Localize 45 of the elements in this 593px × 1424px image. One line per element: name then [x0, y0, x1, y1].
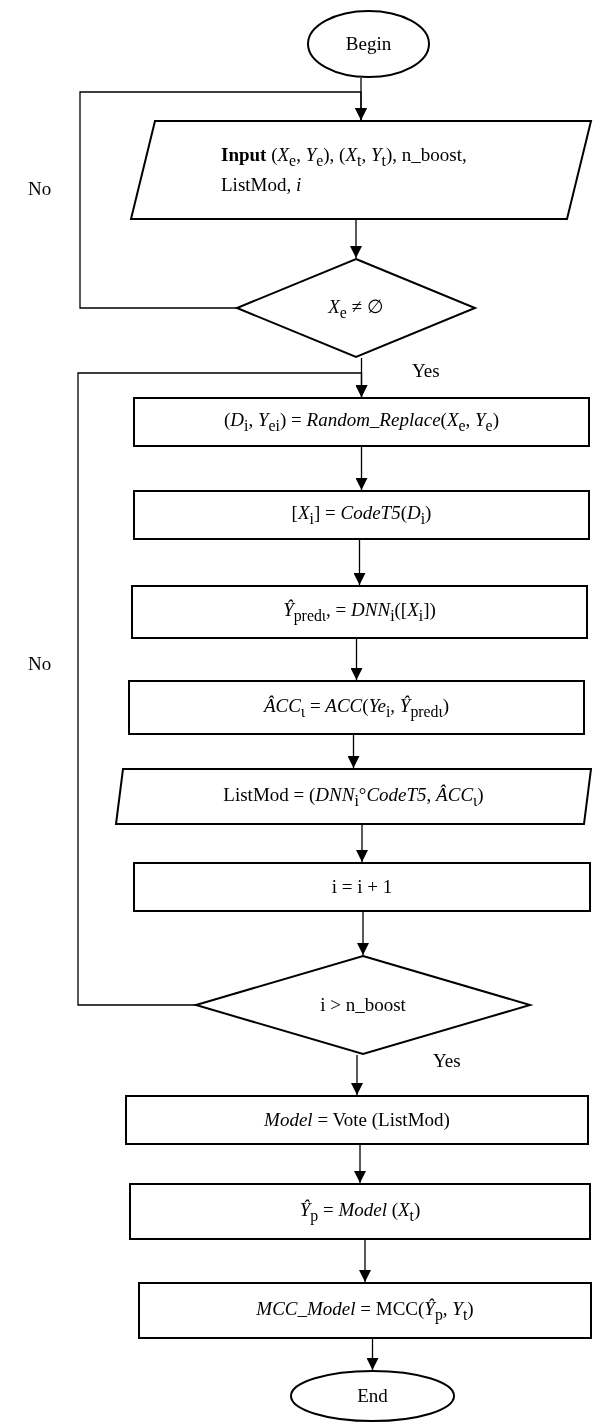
input-output-parallelogram [115, 768, 592, 825]
node-text: (D$_{i}$, Y$_{ei}$) = Random_Replace(X$_{e}$, Y$_{e}$) [224, 409, 499, 435]
terminal-ellipse [307, 10, 430, 78]
node-text: ÂCC$_{ι}$ = ACC(Ye$_{i}$, Ŷ$_{predι}$) [263, 694, 450, 721]
edge-label: Yes [433, 1050, 461, 1072]
process-box [133, 862, 591, 912]
terminal-ellipse [290, 1370, 455, 1422]
node-text: i = i + 1 [331, 876, 393, 898]
edge-label: Yes [412, 360, 440, 382]
arrow [359, 1239, 371, 1283]
process-box [128, 680, 585, 735]
node-text: i > n_boost [320, 994, 406, 1016]
input-output-parallelogram [130, 120, 592, 220]
node-text: Model = Vote (ListMod) [264, 1109, 450, 1131]
process-box [133, 397, 590, 447]
process-box [138, 1282, 592, 1339]
process-box [133, 490, 590, 540]
node-text: Begin [345, 33, 392, 55]
process-box [131, 585, 588, 639]
edge-label: No [28, 178, 52, 200]
decision-diamond [195, 955, 531, 1055]
node-text: MCC_Model = MCC(Ŷ$_{p}$, Y$_{t}$) [256, 1297, 474, 1324]
node-text: X$_{e}$ ≠ ∅ [328, 294, 384, 322]
arrow [354, 1144, 366, 1184]
arrow [347, 734, 360, 769]
node-text: End [357, 1385, 388, 1407]
decision-diamond [236, 258, 476, 358]
process-box [125, 1095, 589, 1145]
arrow [77, 372, 368, 1006]
node-text: Input (X$_{e}$, Y$_{e}$), (X$_{t}$, Y$_{t}$), n_boost, ListMod, i [221, 142, 468, 197]
node-text: [X$_{i}$] = CodeT5(D$_{i}$) [291, 502, 432, 528]
arrow [79, 91, 367, 309]
process-box [129, 1183, 591, 1240]
arrow [357, 911, 369, 956]
node-text: ListMod = (DNN$_{i}$°CodeT5, ÂCC$_{ι}$) [223, 783, 484, 810]
arrow [350, 219, 362, 259]
arrow [366, 1338, 379, 1371]
arrow [350, 638, 363, 681]
arrow [353, 539, 366, 586]
arrow [355, 446, 368, 491]
arrow [351, 1054, 363, 1096]
node-text: Ŷ$_{p}$ = Model (X$_{t}$) [299, 1198, 421, 1225]
node-text: Ŷ$_{predι}$, = DNN$_{i}$([X$_{i}$]) [283, 599, 436, 625]
arrow [356, 824, 368, 863]
edge-label: No [28, 653, 52, 675]
